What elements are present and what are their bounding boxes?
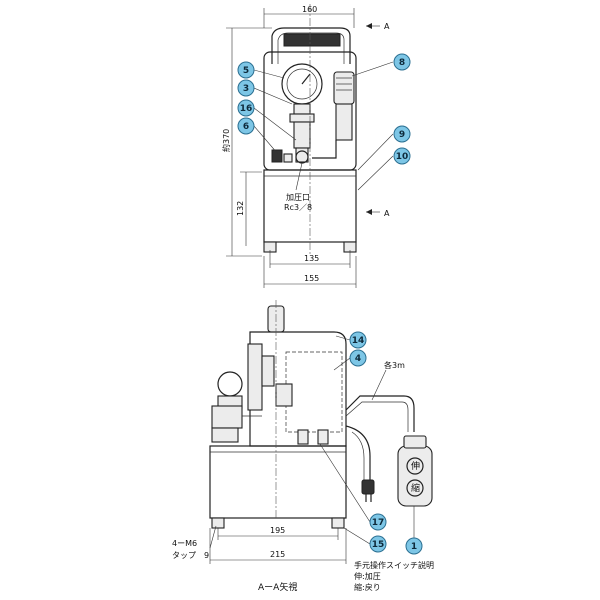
callout-8: 8 [393,53,411,71]
callout-9: 9 [393,125,411,143]
switch-desc-line1: 伸:加圧 [354,571,381,581]
svg-text:8: 8 [399,58,405,68]
front-view: 160 A [221,4,411,288]
svg-text:10: 10 [396,152,409,162]
leader-17 [319,443,371,523]
carry-handle-inner [277,32,345,64]
leader-15 [343,527,371,545]
button-extend [406,457,424,475]
leader-5 [253,69,285,79]
port-leader [295,162,303,191]
dim-215-text: 215 [270,550,285,559]
dim-160-text: 160 [302,5,317,14]
svg-text:15: 15 [372,540,385,550]
relief-pipe [312,140,337,159]
svg-text:16: 16 [240,104,253,114]
callout-14: 14 [349,331,367,349]
valve-block [293,121,311,149]
dim-370-text: 約370 [221,129,231,152]
leader-6 [253,125,279,155]
switch-desc-title: 手元操作スイッチ説明 [354,560,434,570]
leader-3 [253,87,293,105]
section-arrowhead-top [366,23,372,29]
motor-hidden [285,351,343,433]
svg-text:4: 4 [355,354,361,364]
tap-label: タップ 9 [172,551,209,560]
side-view: 各3m 伸 縮 195 215 4ーM6 タップ 9 AーA矢視 手元操作スイッ… [172,300,434,593]
hose-fitting-a [297,429,309,445]
section-mark-bottom: A [384,209,390,218]
callout-10: 10 [393,147,411,165]
callout-4: 4 [349,349,367,367]
callout-1: 1 [405,537,423,555]
button-retract [406,479,424,497]
svg-text:5: 5 [243,66,249,76]
hose-fitting-b [317,429,329,445]
button-extend-label: 伸 [411,460,420,472]
svg-text:14: 14 [352,336,365,346]
leader-8 [351,61,394,77]
power-cable [345,425,371,480]
pressure-port-fitting [295,147,309,163]
relief-knob-side [217,371,243,397]
carry-handle [271,27,351,64]
bolt-leader [209,525,217,549]
handle-grip [283,33,341,47]
pendant-strain-relief [403,435,427,449]
manifold [275,383,293,407]
callout-16: 16 [237,99,255,117]
leader-16 [253,107,297,141]
callout-3: 3 [237,79,255,97]
bolt-label: 4ーM6 [172,539,197,548]
button-retract-label: 縮 [411,482,420,494]
section-mark-top: A [384,22,390,31]
motor-cover [249,331,347,447]
switch-desc-line2: 縮:戻り [354,582,381,592]
callout-6: 6 [237,117,255,135]
svg-text:6: 6 [243,122,249,132]
dim-132-text: 132 [236,201,245,216]
callout-17: 17 [369,513,387,531]
svg-text:9: 9 [399,130,405,140]
power-cable-inner [351,431,365,480]
gauge-needle [301,73,311,85]
cable-leader [371,369,387,401]
relief-valve-side [211,405,243,429]
valve-seat [211,427,239,443]
leader-9 [357,133,394,171]
gauge-nut [289,113,315,123]
pendant-switch [397,445,433,507]
side-tank [209,445,347,519]
cable-length-label: 各3m [384,360,405,370]
leader-4 [333,357,351,371]
svg-text:1: 1 [411,542,417,552]
dim-135-text: 135 [304,254,319,263]
power-plug [361,479,375,495]
gauge-stem [293,103,311,115]
pressure-gauge-dial [286,68,318,100]
relief-valve-knob [333,71,355,105]
dim-195-text: 195 [270,526,285,535]
section-arrowhead-bottom [366,209,372,215]
pendant-cable-inner [345,401,409,432]
leader-10 [357,155,394,191]
port-size: Rc3／8 [284,203,312,212]
oil-filler-cap [271,149,283,163]
dim-155-text: 155 [304,274,319,283]
side-gauge [261,355,275,387]
side-foot-right [331,517,345,529]
view-title: AーA矢視 [258,581,297,593]
drain-fitting [283,153,293,163]
side-foot-left [211,517,225,529]
callout-5: 5 [237,61,255,79]
svg-text:17: 17 [372,518,385,528]
relief-valve-body [335,103,353,141]
leader-14 [335,335,351,341]
pendant-cable [345,395,415,432]
port-label: 加圧口 [286,192,310,202]
svg-text:3: 3 [243,84,249,94]
side-valve-stack [247,343,263,411]
callout-15: 15 [369,535,387,553]
